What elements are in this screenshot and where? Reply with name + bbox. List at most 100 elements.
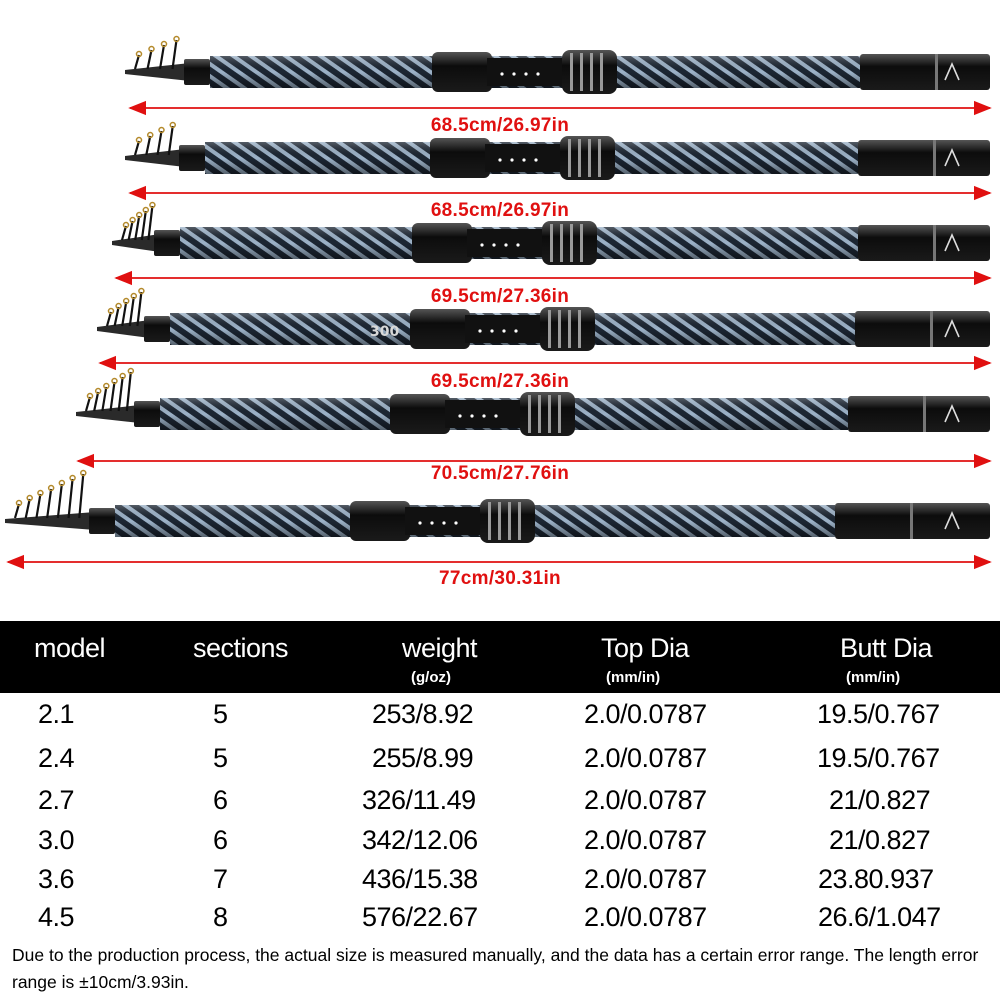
reel-seat-nut [432,52,492,92]
guide-ring [135,50,143,58]
rod-length-label-3: 69.5cm/27.36in [430,286,570,307]
reel-seat-nut [410,309,470,349]
reel-seat-ring [590,53,593,91]
reel-seat-nut [430,138,490,178]
guide-ring [149,201,156,209]
header-butt-dia: Butt Dia [840,633,933,663]
cell-top-dia: 2.0/0.0787 [584,699,707,729]
reel-seat-hood [562,50,617,94]
tip-collar [179,145,205,171]
reel-seat-hood [542,221,597,265]
tip-collar [89,508,115,534]
reel-seat-nut [412,223,472,263]
cell-sections: 6 [213,825,228,855]
reel-seat-ring [568,310,571,348]
reel-seat-dot [502,329,506,333]
reel-seat-ring [528,395,531,433]
reel-seat-dot [512,72,516,76]
reel-seat-dot [522,158,526,162]
table-row: 3.6 7 436/15.38 2.0/0.0787 23.80.937 [0,864,1000,901]
rod-print-text: 300 [370,324,399,340]
reel-seat-dot [490,329,494,333]
reel-seat-ring [578,310,581,348]
line-guide [93,391,100,412]
reel-seat-ring [550,224,553,262]
guide-ring [173,35,180,43]
guide-ring [160,40,168,48]
butt-grip [848,396,990,432]
reel-seat-ring [508,502,511,540]
guide-ring [80,469,87,477]
cell-butt-dia: 19.5/0.767 [817,743,940,773]
header-weight: weight [402,633,478,663]
line-guide [113,306,120,327]
line-guide [24,498,31,519]
line-guide [105,311,113,327]
cell-top-dia: 2.0/0.0787 [584,743,707,773]
tip-collar [154,230,180,256]
reel-seat-dot [524,72,528,76]
reel-seat-ring [558,310,561,348]
tip-collar [144,316,170,342]
reel-seat-ring [518,502,521,540]
reel-seat-ring [570,224,573,262]
reel-seat-ring [570,53,573,91]
cell-butt-dia: 19.5/0.767 [817,699,940,729]
line-guide [136,291,143,327]
guide-ring [158,126,165,134]
cell-model: 2.4 [38,743,75,773]
guide-ring [107,307,115,315]
reel-seat-body [467,229,547,257]
line-guide [101,386,108,412]
reel-seat-dot [442,521,446,525]
guide-ring [86,392,94,400]
measurement-note: Due to the production process, the actua… [12,945,979,992]
table-row: 2.1 5 253/8.92 2.0/0.0787 19.5/0.767 [0,699,1000,736]
line-guide [158,44,166,70]
line-guide [133,140,141,156]
rod-length-label-4: 69.5cm/27.36in [430,371,570,392]
cell-butt-dia: 21/0.827 [829,785,931,815]
table-header: model sections weight (g/oz) Top Dia (mm… [0,621,1000,693]
reel-seat-ring [548,395,551,433]
guide-ring [58,479,66,487]
reel-seat-ring [580,53,583,91]
line-guide [84,396,92,412]
guide-ring [130,292,138,300]
reel-seat-ring [580,224,583,262]
cell-sections: 5 [213,743,228,773]
line-guide [13,503,21,519]
line-guide [167,125,174,156]
table-row: 2.7 6 326/11.49 2.0/0.0787 21/0.827 [0,785,1000,822]
reel-seat-ring [538,395,541,433]
reel-seat-ring [558,395,561,433]
line-guide [78,473,85,519]
header-top-dia-unit: (mm/in) [606,669,661,686]
guide-ring [37,489,44,497]
reel-seat-dot [498,158,502,162]
table-row: 3.0 6 342/12.06 2.0/0.0787 21/0.827 [0,825,1000,862]
line-guide [134,215,141,241]
line-guide [146,49,153,70]
table-row: 4.5 8 576/22.67 2.0/0.0787 26.6/1.047 [0,902,1000,939]
cell-top-dia: 2.0/0.0787 [584,864,707,894]
line-guide [127,220,134,241]
butt-logo-mark [944,511,960,530]
cell-model: 4.5 [38,902,75,932]
butt-grip [855,311,990,347]
rods-svg: 300 [5,35,992,570]
reel-seat-dot [500,72,504,76]
line-guide [117,376,124,412]
grip-trim [910,503,913,539]
reel-seat-dot [418,521,422,525]
rod-2 [125,121,992,201]
line-guide [120,225,128,241]
reel-seat-ring [488,502,491,540]
cell-weight: 342/12.06 [362,825,478,855]
table-row: 2.4 5 255/8.99 2.0/0.0787 19.5/0.767 [0,743,1000,780]
header-weight-unit: (g/oz) [411,669,451,686]
reel-seat-dot [494,414,498,418]
cell-model: 2.1 [38,699,75,729]
guide-ring [127,367,135,375]
guide-ring [26,494,33,502]
